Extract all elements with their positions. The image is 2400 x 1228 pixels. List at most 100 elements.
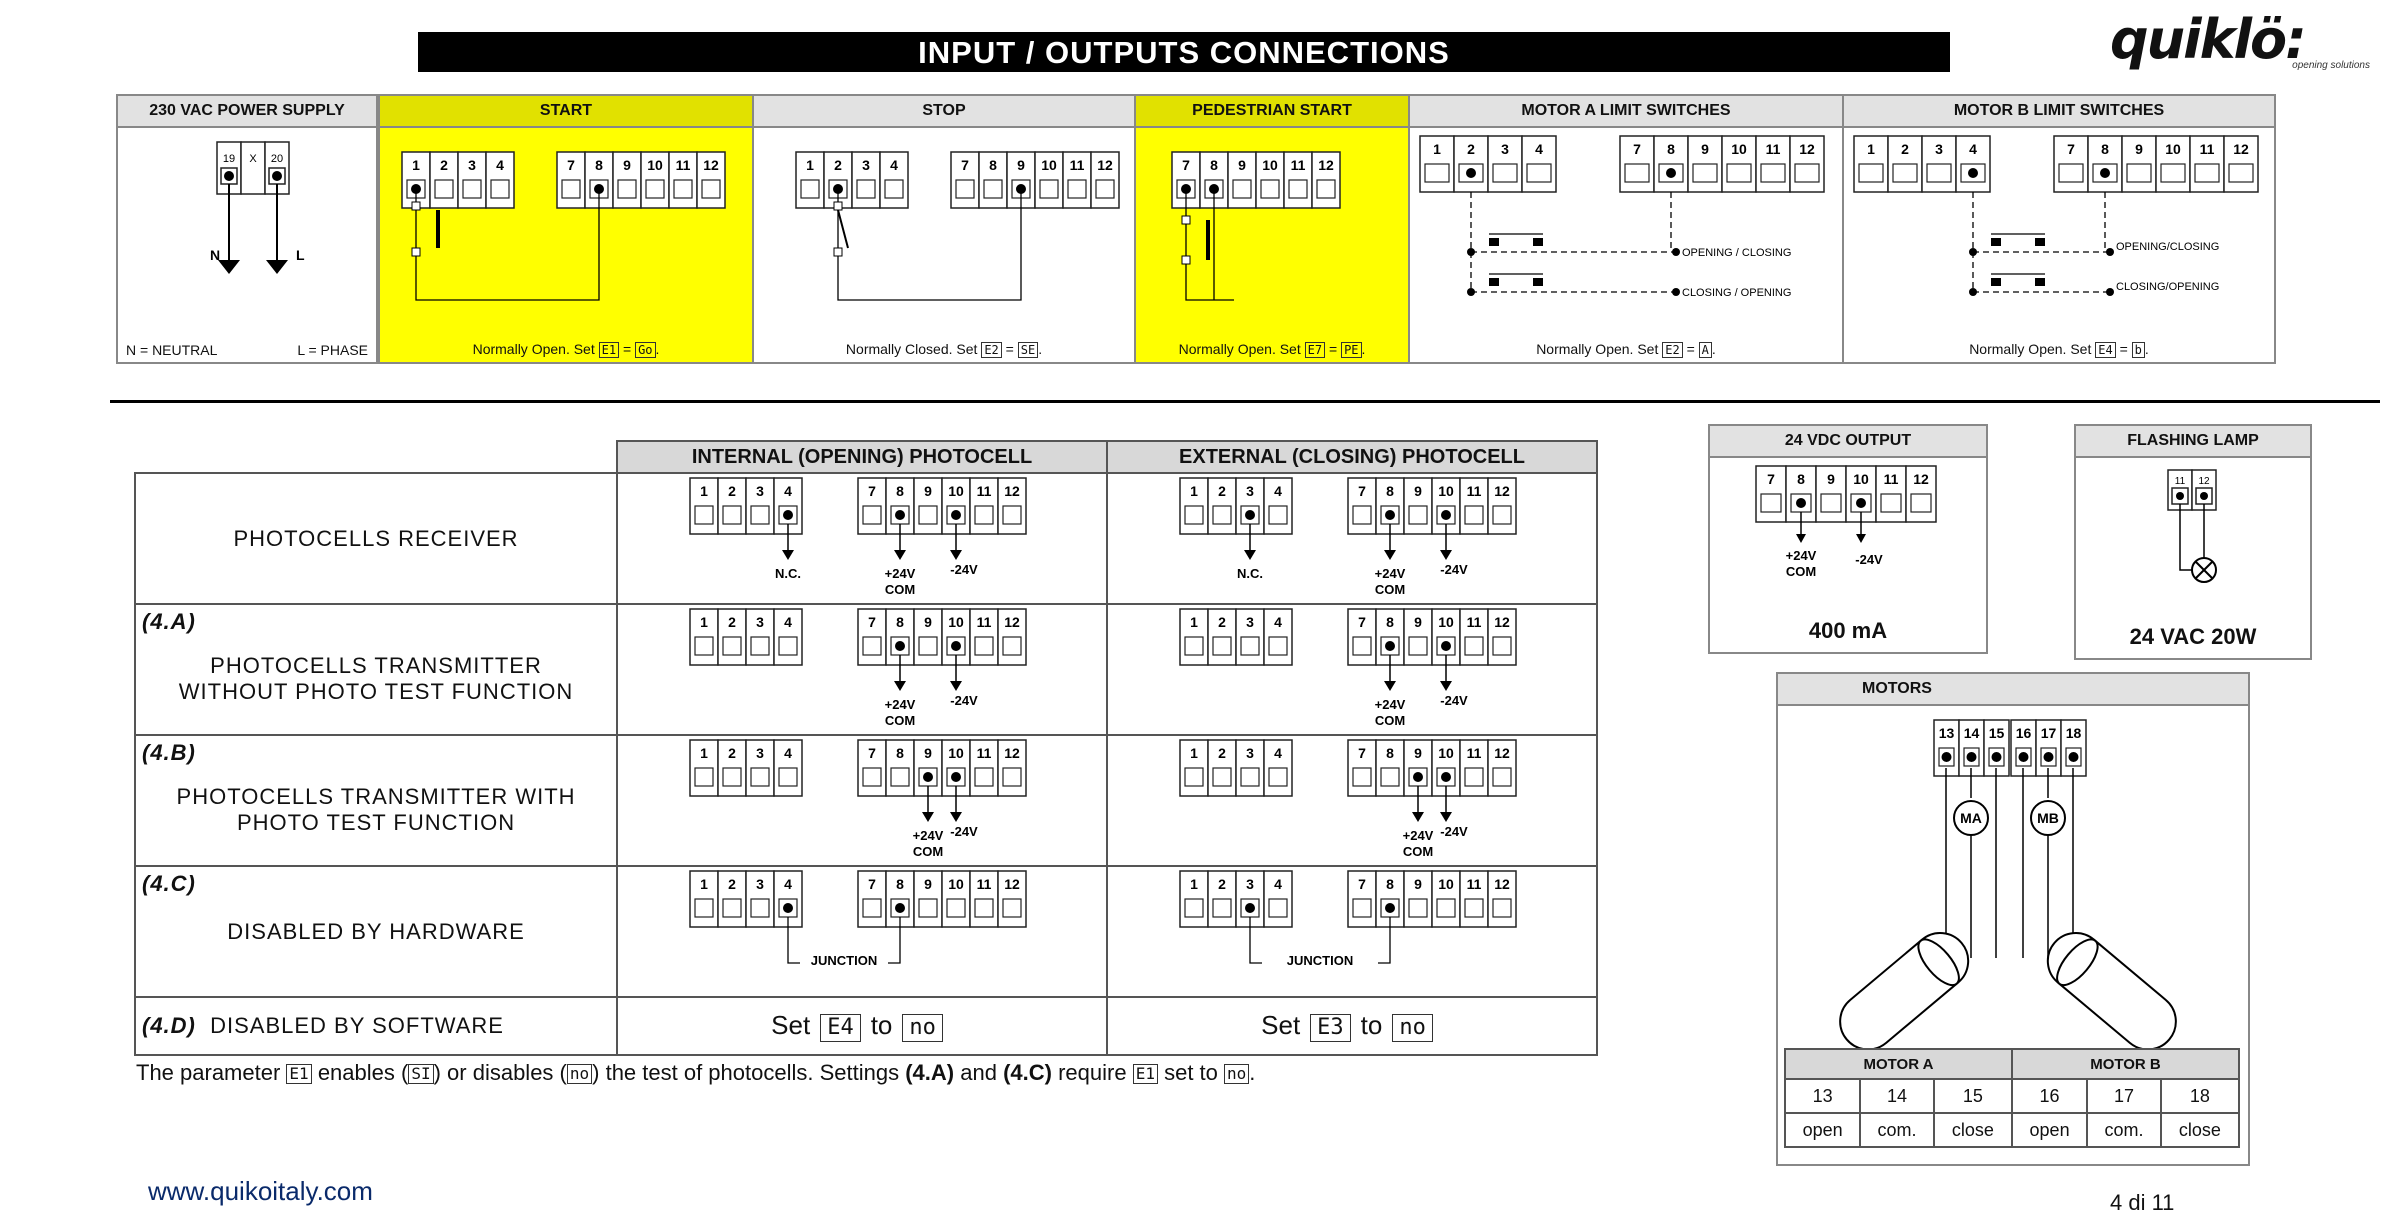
terminal-label: 20 bbox=[271, 153, 283, 165]
neutral-label: N bbox=[210, 247, 220, 263]
param-value: A bbox=[1698, 342, 1712, 358]
terminal-label: 11 bbox=[1884, 471, 1899, 487]
terminal-label: 13 bbox=[1939, 725, 1955, 741]
wire-label: -24V bbox=[1440, 562, 1468, 577]
wire-label: -24V bbox=[1440, 693, 1468, 708]
terminal-label: 2 bbox=[1218, 876, 1226, 892]
terminal-label: 8 bbox=[1386, 614, 1394, 630]
panel-title: FLASHING LAMP bbox=[2076, 426, 2310, 458]
panel-title: 24 VDC OUTPUT bbox=[1710, 426, 1986, 458]
terminal-label: 3 bbox=[1501, 141, 1509, 157]
terminal-label: 12 bbox=[1004, 614, 1020, 630]
terminal-label: 8 bbox=[896, 745, 904, 761]
terminal-label: 7 bbox=[1182, 157, 1190, 173]
terminal-label: 10 bbox=[948, 483, 964, 499]
terminal-label: 10 bbox=[1262, 157, 1278, 173]
terminal-label: 11 bbox=[977, 876, 992, 892]
param-value: b bbox=[2131, 342, 2145, 358]
terminal-label: 15 bbox=[1989, 725, 2005, 741]
terminal-label: 11 bbox=[2200, 141, 2215, 157]
terminal-label: 10 bbox=[1731, 141, 1747, 157]
terminal-label: 12 bbox=[1097, 157, 1113, 173]
svg-text:-24V: -24V bbox=[1855, 552, 1883, 567]
terminal-label: 3 bbox=[1246, 483, 1254, 499]
terminal-label: 14 bbox=[1964, 725, 1980, 741]
terminal-label: 4 bbox=[1969, 141, 1977, 157]
lamp-rating: 24 VAC 20W bbox=[2129, 624, 2257, 649]
terminal-label: 12 bbox=[1913, 471, 1929, 487]
terminal-label: 16 bbox=[2016, 725, 2032, 741]
motor-a-symbol: MA bbox=[1960, 810, 1982, 826]
svg-text:+24V: +24V bbox=[1786, 548, 1817, 563]
terminal-label: 4 bbox=[784, 483, 792, 499]
terminal-label: 4 bbox=[1274, 876, 1282, 892]
motor-terminal-number: 13 bbox=[1783, 1078, 1862, 1114]
wire-label: JUNCTION bbox=[1287, 953, 1353, 968]
terminal-label: 10 bbox=[1438, 483, 1454, 499]
terminal-label: 11 bbox=[1467, 876, 1482, 892]
motor-terminal-number: 14 bbox=[1859, 1078, 1935, 1114]
terminal-label: 12 bbox=[1799, 141, 1815, 157]
panel-motor-b-limit: MOTOR B LIMIT SWITCHES OPENING/CLOSING C… bbox=[1842, 94, 2276, 364]
terminal-label: 7 bbox=[1767, 471, 1775, 487]
terminal-label: 1 bbox=[700, 745, 708, 761]
param-code: E2 bbox=[1662, 342, 1683, 358]
footer-text: Normally Closed. Set bbox=[845, 340, 978, 357]
footer-text: Normally Open. Set bbox=[1969, 340, 2092, 357]
terminal-label: 9 bbox=[623, 157, 631, 173]
terminal-label: 9 bbox=[924, 745, 932, 761]
photocell-table: INTERNAL (OPENING) PHOTOCELL EXTERNAL (C… bbox=[133, 440, 1598, 1056]
terminal-label: 3 bbox=[756, 745, 764, 761]
motor-terminal-number: 18 bbox=[2159, 1078, 2241, 1114]
terminal-label: 7 bbox=[868, 614, 876, 630]
terminal-label: 12 bbox=[2233, 141, 2249, 157]
terminal-label: 4 bbox=[1274, 745, 1282, 761]
terminal-label: 10 bbox=[1438, 614, 1454, 630]
motor-terminal-role: close bbox=[2159, 1112, 2241, 1148]
terminal-label: 11 bbox=[1070, 157, 1085, 173]
limit-label-1: OPENING/CLOSING bbox=[2116, 241, 2219, 253]
terminal-label: 9 bbox=[2135, 141, 2143, 157]
terminal-label: X bbox=[249, 153, 257, 165]
param-code: E4 bbox=[2095, 342, 2116, 358]
website-link[interactable]: www.quikoitaly.com bbox=[148, 1176, 373, 1206]
terminal-label: 12 bbox=[1494, 483, 1510, 499]
phase-label: L bbox=[296, 247, 305, 263]
terminal-label: 7 bbox=[1633, 141, 1641, 157]
terminal-label: 3 bbox=[1246, 745, 1254, 761]
terminal-label: 12 bbox=[703, 157, 719, 173]
terminal-label: 8 bbox=[1797, 471, 1805, 487]
terminal-label: 8 bbox=[896, 876, 904, 892]
terminal-label: 12 bbox=[1318, 157, 1334, 173]
terminal-label: 12 bbox=[1494, 614, 1510, 630]
terminal-label: 10 bbox=[647, 157, 663, 173]
section-divider bbox=[110, 400, 2380, 403]
panel-power-supply: 230 VAC POWER SUPPLY 19 X 20 N L N = NEU… bbox=[116, 94, 378, 364]
wire-label: -24V bbox=[1440, 824, 1468, 839]
terminal-label: 12 bbox=[1494, 745, 1510, 761]
panel-motor-a-limit: MOTOR A LIMIT SWITCHES OPENING / CLOSING… bbox=[1408, 94, 1844, 364]
terminal-label: 11 bbox=[977, 483, 992, 499]
terminal-label: 2 bbox=[440, 157, 448, 173]
neutral-legend: N = NEUTRAL bbox=[126, 342, 218, 358]
terminal-label: 9 bbox=[924, 483, 932, 499]
terminal-label: 7 bbox=[868, 745, 876, 761]
motor-b-header: MOTOR B bbox=[2010, 1048, 2241, 1080]
col-external-header: EXTERNAL (CLOSING) PHOTOCELL bbox=[1106, 440, 1598, 474]
panel-footer: Normally Open. Set E7 = PE. bbox=[1178, 340, 1366, 358]
limit-label-2: CLOSING/OPENING bbox=[2116, 281, 2219, 293]
page-number: 4 di 11 bbox=[2110, 1190, 2175, 1215]
param-code: E7 bbox=[1304, 342, 1326, 358]
terminal-label: 3 bbox=[756, 483, 764, 499]
wire-label: JUNCTION bbox=[811, 953, 877, 968]
